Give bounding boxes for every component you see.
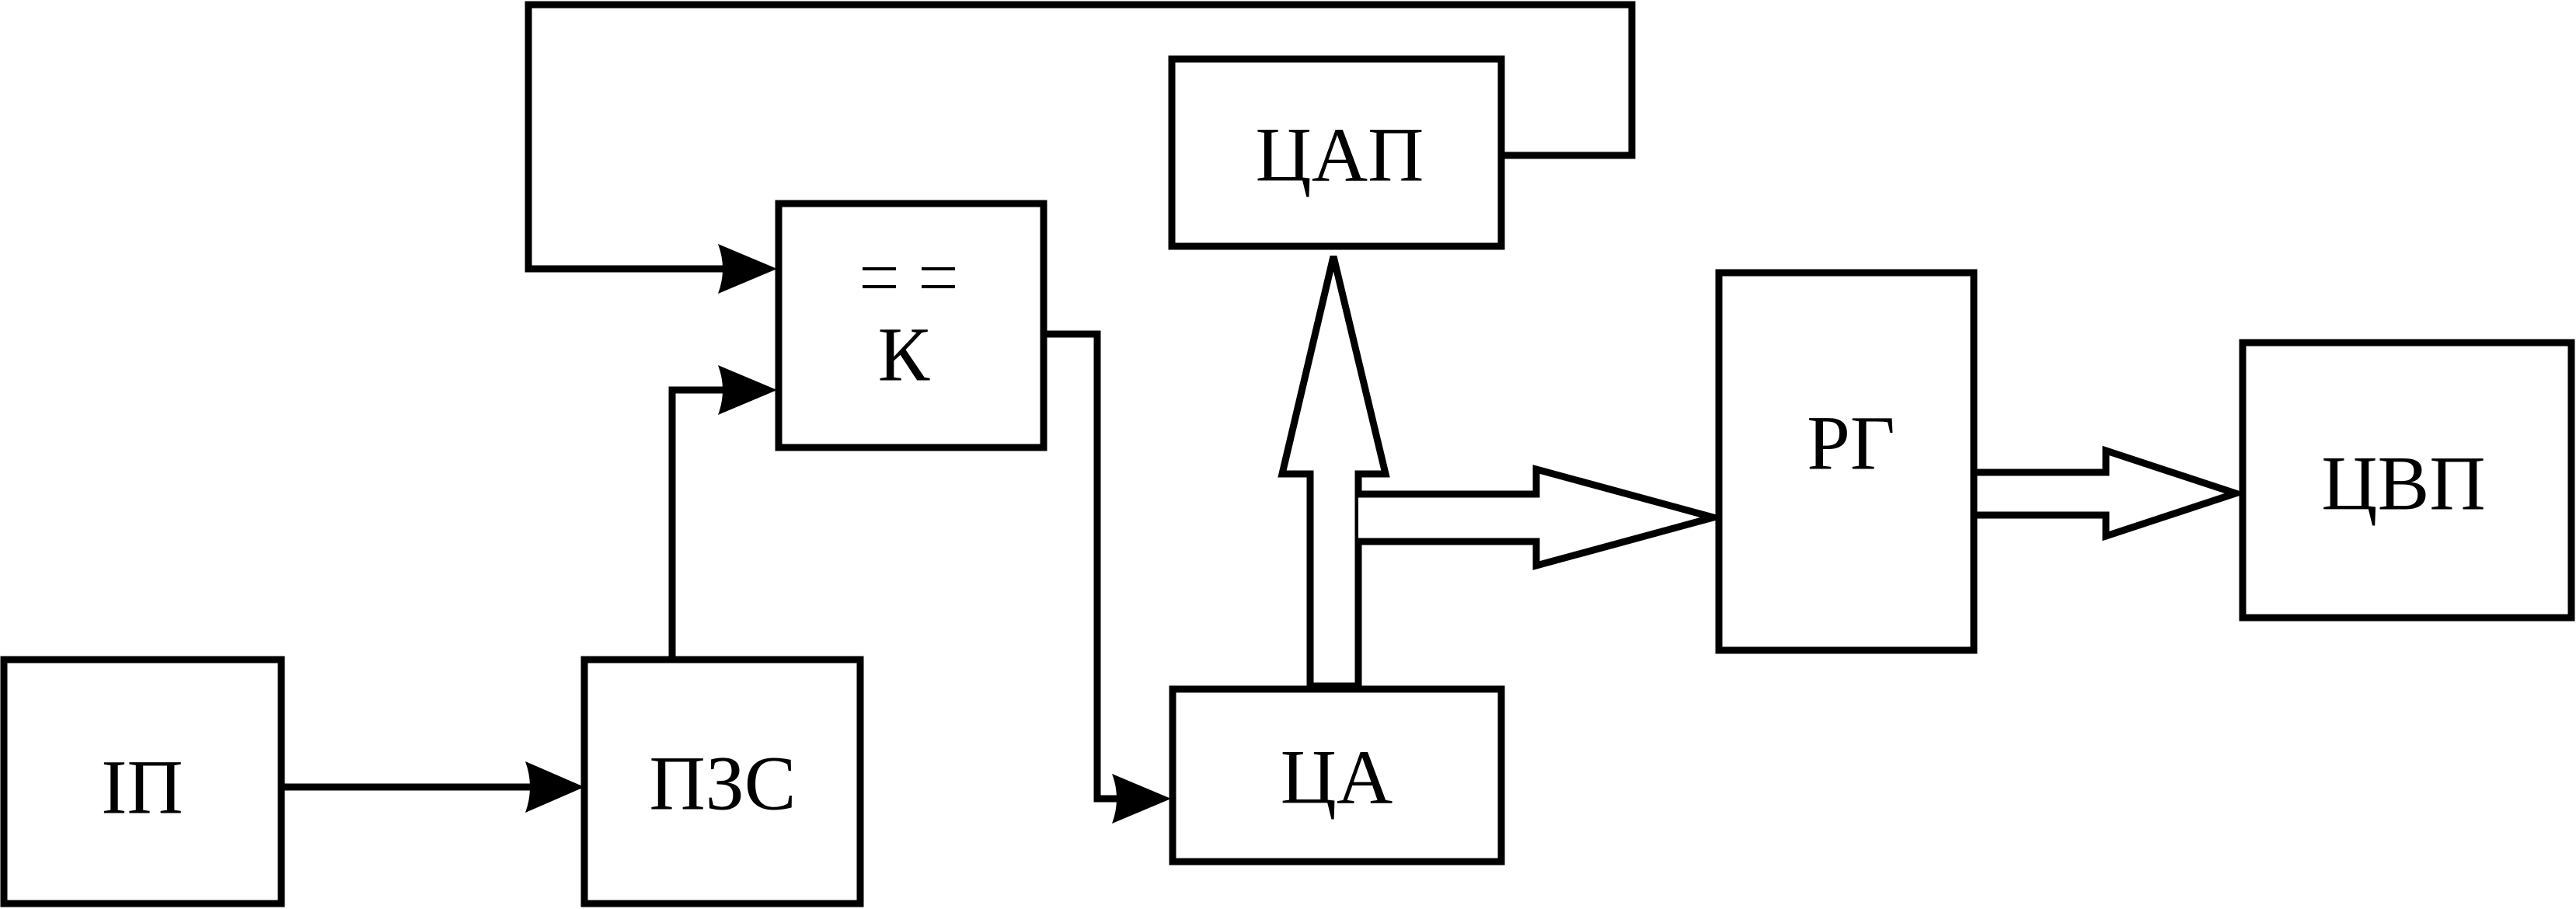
bus-tsa-to-rg [1358, 465, 1727, 570]
wire-tsap-feedback-to-k [525, 1, 1636, 294]
block-ip-label: ІП [101, 744, 183, 831]
block-tsa-label: ЦА [1281, 734, 1393, 820]
bus-rg-to-tsvp [1976, 445, 2247, 542]
block-pzs-label: ПЗС [649, 740, 796, 827]
block-tsvp: ЦВП [2239, 339, 2575, 622]
wire-pzs-to-k [668, 365, 777, 658]
block-k-label: К [878, 312, 931, 398]
block-rg-label: РГ [1807, 400, 1895, 486]
wire-ip-to-pzs [281, 761, 584, 813]
block-ip: ІП [0, 656, 285, 907]
block-tsa: ЦА [1169, 685, 1505, 865]
bus-tsa-to-tsap [1278, 255, 1390, 690]
block-tsap-label: ЦАП [1256, 112, 1424, 198]
block-tsap: ЦАП [1168, 55, 1505, 250]
block-rg: РГ [1715, 269, 1978, 654]
wire-k-to-tsa [1044, 330, 1171, 824]
block-tsvp-label: ЦВП [2321, 441, 2485, 527]
block-k: К [775, 200, 1047, 451]
comparator-equality-symbol [863, 267, 955, 288]
block-pzs: ПЗС [580, 656, 864, 907]
